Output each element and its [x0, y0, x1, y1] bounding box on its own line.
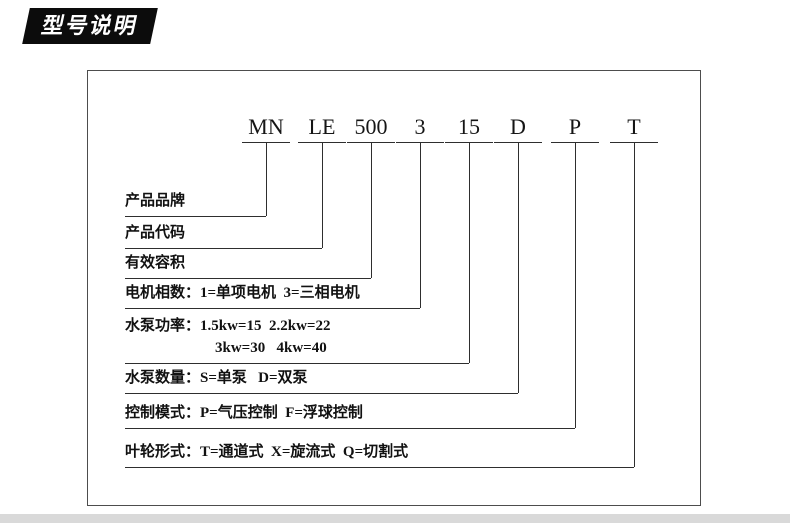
label-row-brand: 产品品牌 [125, 191, 266, 217]
connector-line-series [322, 143, 323, 248]
label-row-pump-power-2: 3kw=30 4kw=40 [125, 338, 469, 364]
section-title: 型号说明 [39, 13, 141, 38]
label-row-motor-phase: 电机相数：1=单项电机 3=三相电机 [125, 283, 420, 309]
section-divider [0, 514, 790, 523]
connector-line-phase [420, 143, 421, 308]
model-code-control: P [551, 111, 599, 143]
connector-line-brand [266, 143, 267, 216]
connector-line-volume [371, 143, 372, 278]
connector-line-impeller [634, 143, 635, 467]
label-row-pump-count: 水泵数量：S=单泵 D=双泵 [125, 368, 518, 394]
connector-line-power [469, 143, 470, 363]
model-code-volume: 500 [347, 111, 395, 143]
label-row-impeller-type: 叶轮形式：T=通道式 X=旋流式 Q=切割式 [125, 442, 634, 468]
label-row-control-mode: 控制模式：P=气压控制 F=浮球控制 [125, 403, 575, 429]
model-code-phase: 3 [396, 111, 444, 143]
model-code-pump-count: D [494, 111, 542, 143]
label-row-product-code: 产品代码 [125, 223, 322, 249]
connector-line-control [575, 143, 576, 428]
model-diagram-box: MN LE 500 3 15 D P T 产品品牌 产品代码 有效容积 电机相数… [87, 70, 701, 506]
label-row-pump-power-1: 水泵功率：1.5kw=15 2.2kw=22 [125, 318, 331, 334]
model-code-series: LE [298, 111, 346, 143]
label-row-volume: 有效容积 [125, 253, 371, 279]
model-code-power: 15 [445, 111, 493, 143]
connector-line-pump-count [518, 143, 519, 393]
section-title-badge: 型号说明 [22, 8, 158, 44]
model-code-impeller: T [610, 111, 658, 143]
model-code-brand: MN [242, 111, 290, 143]
